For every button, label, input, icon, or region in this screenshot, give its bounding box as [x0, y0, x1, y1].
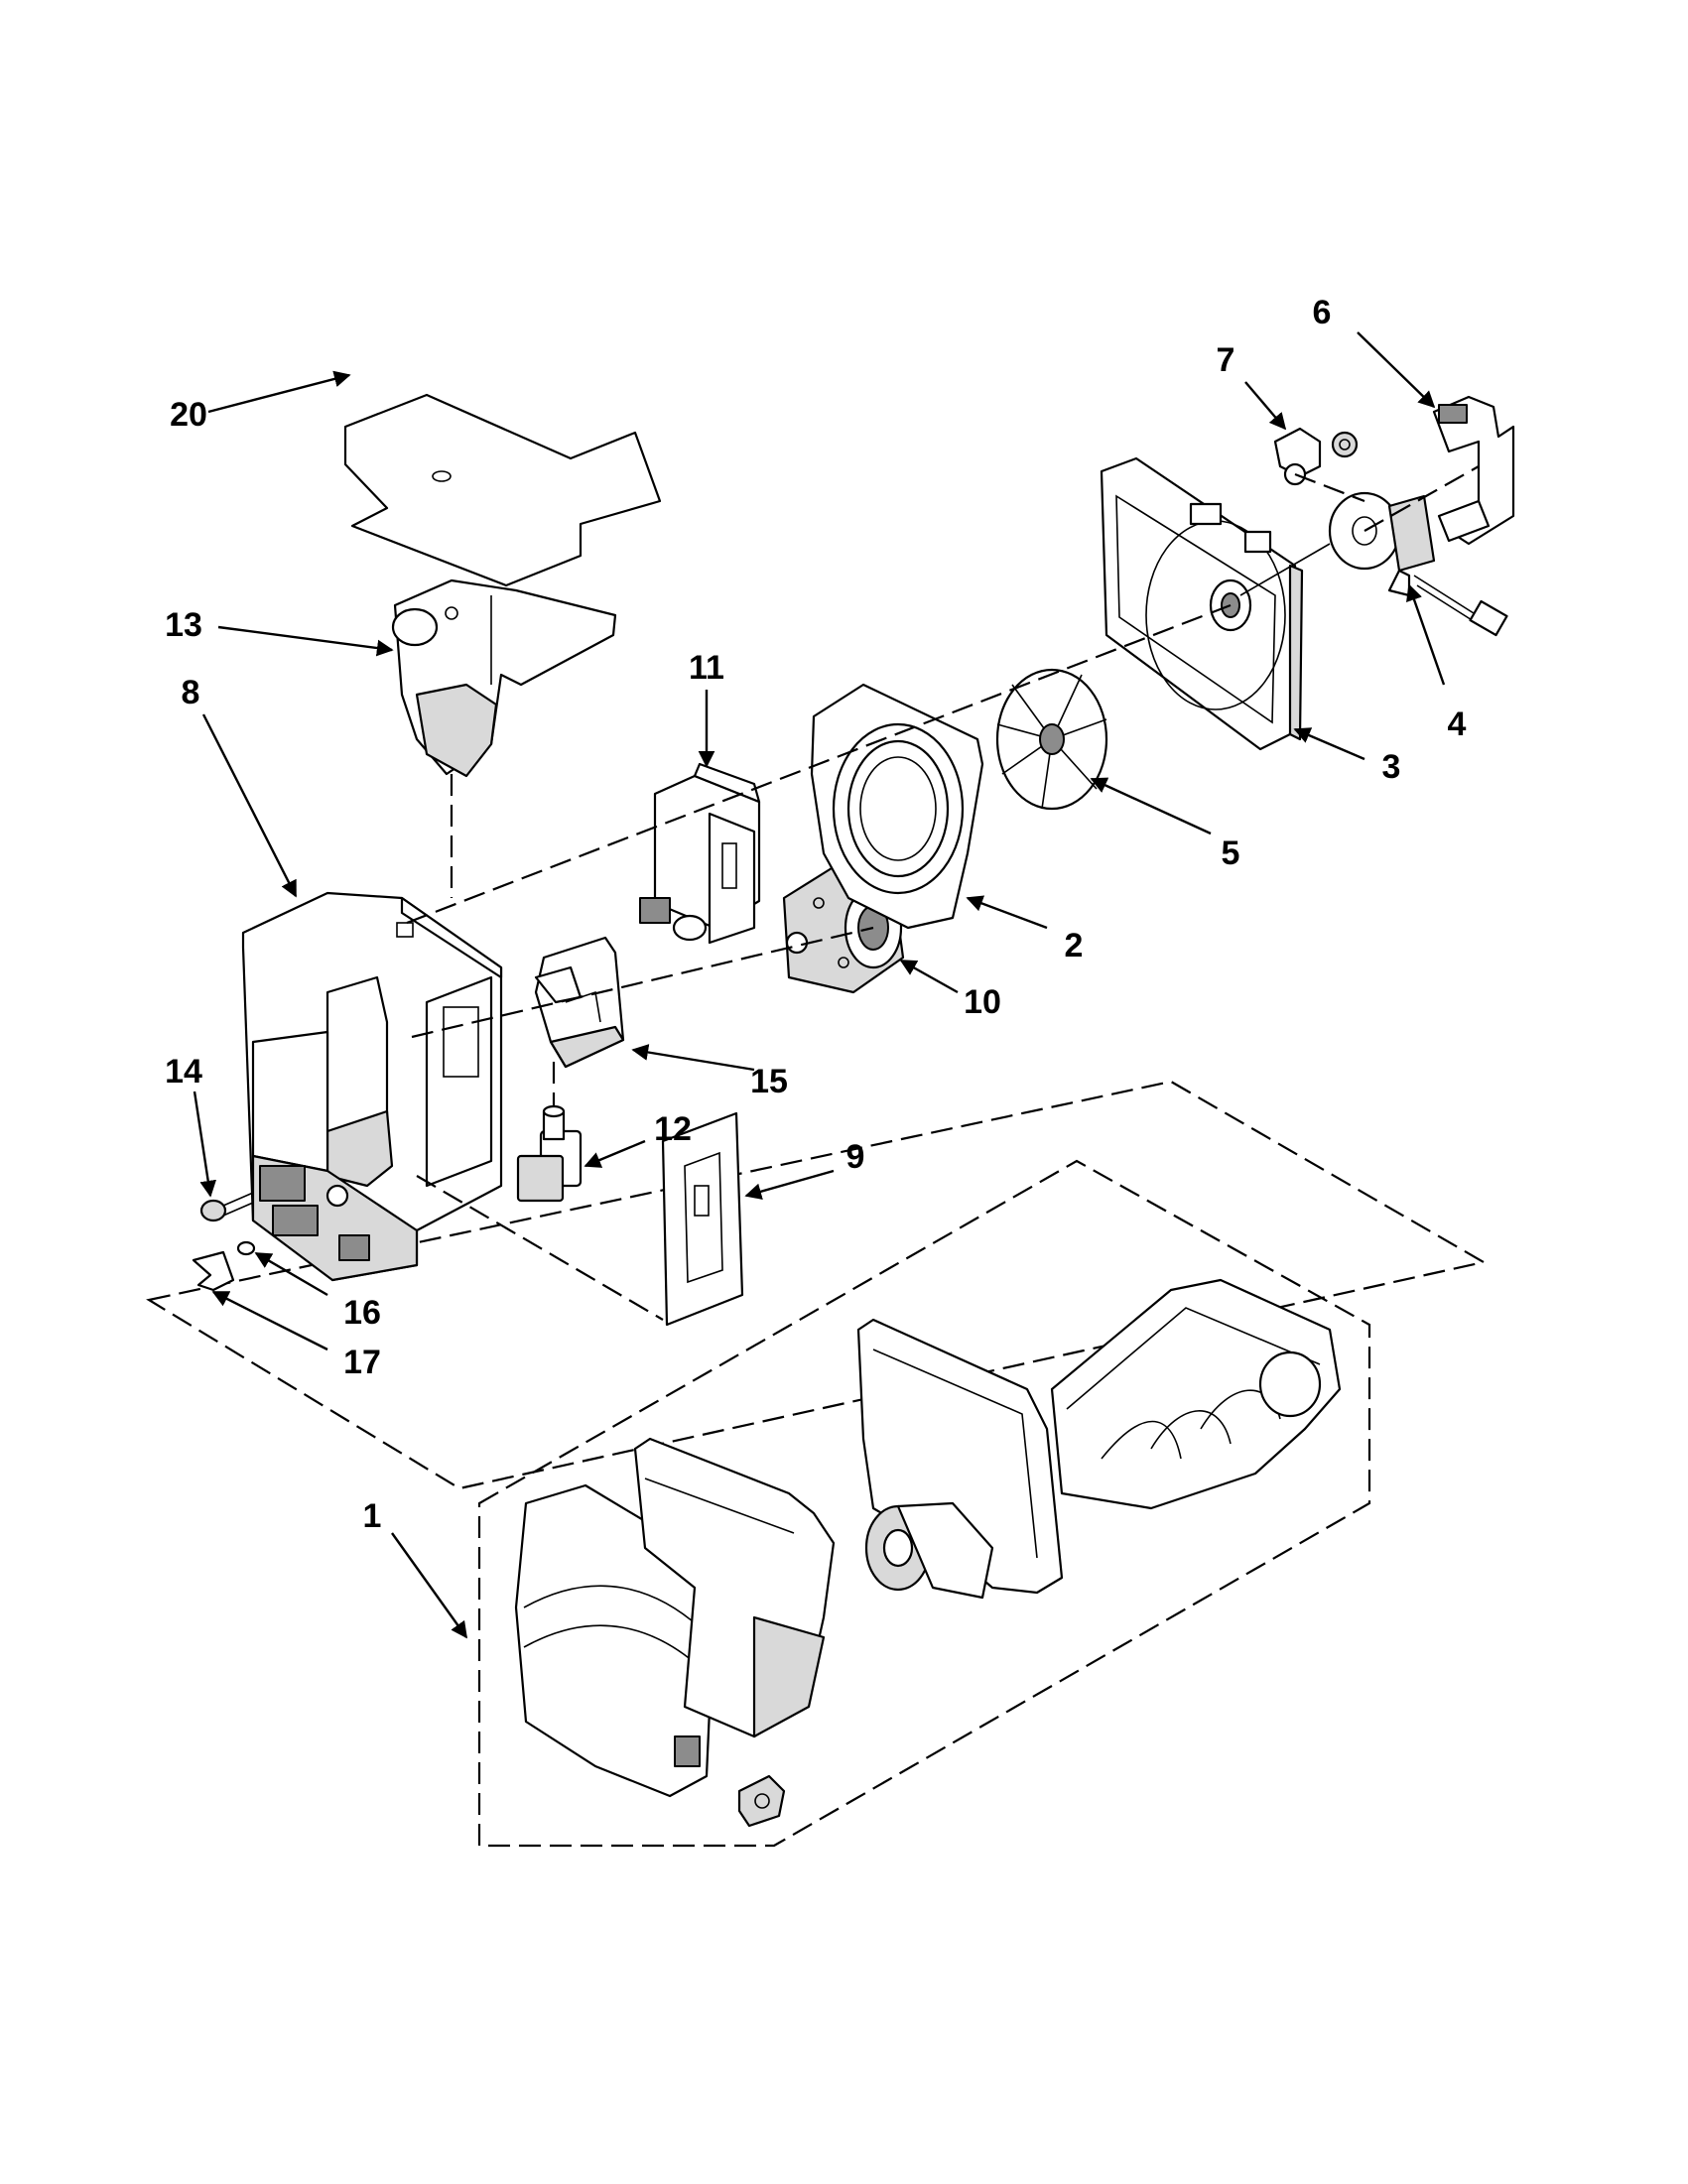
part-13-ice-chute: [391, 578, 617, 778]
callout-8: 8: [182, 674, 200, 711]
callout-1: 1: [363, 1497, 382, 1535]
assembly-boundary-bin: [477, 1159, 1371, 1848]
part-6-motor-mount: [1432, 395, 1515, 546]
callout-7: 7: [1217, 341, 1235, 379]
part-16-washer: [236, 1240, 256, 1256]
callout-15: 15: [750, 1063, 788, 1100]
callout-11: 11: [689, 649, 724, 687]
callout-12: 12: [654, 1110, 692, 1148]
part-3-fan-housing: [1100, 456, 1304, 751]
callout-14: 14: [165, 1053, 202, 1091]
leader-arrows: [193, 331, 1446, 1639]
callout-20: 20: [170, 396, 207, 434]
part-9-gasket: [661, 1111, 744, 1327]
callout-6: 6: [1313, 294, 1332, 331]
part-14-screw: [199, 1192, 254, 1222]
part-20-insulation-pad: [343, 393, 662, 587]
part-2-fan-shroud: [810, 683, 984, 930]
part-11-motor-bracket: [639, 762, 761, 945]
part-8-dispenser-housing: [241, 891, 503, 1282]
part-15-solenoid-bracket: [534, 936, 625, 1069]
callout-2: 2: [1065, 927, 1084, 964]
part-7-motor-clip: [1273, 427, 1359, 486]
callout-9: 9: [846, 1138, 865, 1176]
callout-10: 10: [964, 983, 1001, 1021]
part-12-solenoid: [516, 1104, 583, 1203]
callout-4: 4: [1448, 706, 1467, 743]
part-1-ice-bin-assembly: [514, 1278, 1342, 1828]
part-5-fan-blade: [995, 668, 1108, 811]
callout-3: 3: [1382, 748, 1401, 786]
alignment-lines: [406, 465, 1480, 1321]
callout-17: 17: [343, 1344, 381, 1381]
callout-5: 5: [1222, 835, 1240, 872]
part-17-clip: [192, 1250, 235, 1292]
callout-13: 13: [165, 606, 202, 644]
bin-knob: [737, 1774, 786, 1828]
callout-16: 16: [343, 1294, 381, 1332]
assembly-boundary-upper: [146, 1080, 1488, 1490]
callout-labels: 6 7 4 3 5 2 10 20 13 8 11 15 12 9 14 16 …: [165, 294, 1466, 1535]
